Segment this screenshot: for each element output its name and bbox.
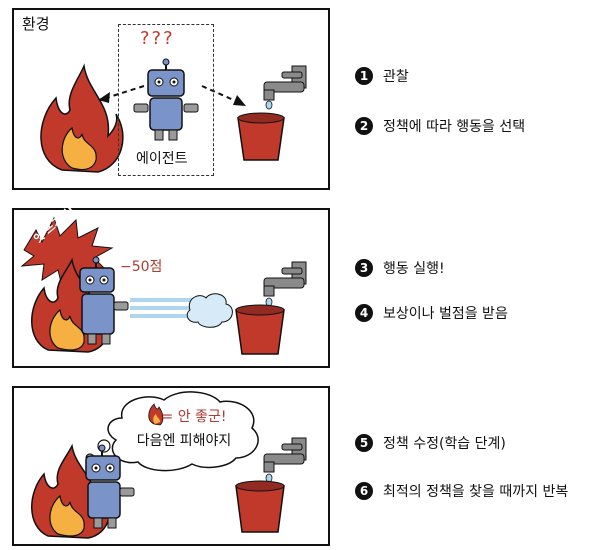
step-number: 2 (355, 117, 373, 135)
thought-cloud (85, 391, 259, 472)
step-6: 6 최적의 정책을 찾을 때까지 반복 (355, 481, 568, 501)
hot-burst-icon (20, 216, 114, 288)
robot-icon (85, 444, 135, 529)
step-text: 최적의 정책을 찾을 때까지 반복 (383, 484, 569, 500)
agent-label: 에이전트 (136, 151, 188, 167)
step-5: 5 정책 수정(학습 단계) (355, 433, 506, 453)
panel-observe-illustration (40, 58, 307, 173)
panel-act-illustration (20, 216, 307, 355)
question-marks: ??? (140, 28, 175, 49)
step-3: 3 행동 실행! (355, 258, 445, 278)
step-text: 행동 실행! (383, 261, 445, 277)
thought-line-1: = 안 좋군! (161, 409, 227, 425)
step-2: 2 정책에 따라 행동을 선택 (355, 116, 525, 136)
step-4: 4 보상이나 벌점을 받음 (355, 303, 508, 323)
robot-icon (133, 58, 199, 141)
agent-box (118, 24, 214, 176)
small-fire-icon (148, 403, 164, 426)
step-number: 5 (355, 434, 373, 452)
thought-line-2: 다음엔 피해야지 (136, 433, 232, 449)
bucket-icon (235, 304, 285, 355)
penalty-text: −50점 (120, 259, 163, 275)
step-number: 3 (355, 259, 373, 277)
water-tap-icon (263, 261, 307, 307)
water-spray (130, 293, 233, 328)
step-1: 1 관찰 (355, 66, 409, 86)
step-number: 1 (355, 67, 373, 85)
panel-observe: 환경 ??? 에이전트 (12, 8, 330, 190)
step-number: 4 (355, 304, 373, 322)
environment-label: 환경 (22, 15, 50, 33)
step-text: 정책에 따라 행동을 선택 (383, 119, 526, 135)
panel-learn: = 안 좋군! 다음엔 피해야지 (12, 386, 330, 546)
step-text: 정책 수정(학습 단계) (383, 436, 506, 452)
robot-icon (79, 256, 129, 345)
bucket-icon (237, 112, 285, 161)
panel-learn-illustration (31, 391, 307, 539)
bucket-icon (235, 480, 285, 533)
step-number: 6 (355, 482, 373, 500)
water-tap-icon (263, 437, 307, 483)
step-text: 관찰 (383, 69, 409, 85)
fire-icon (40, 63, 124, 173)
panel-act: 앗 뜨거워! −50점 (12, 204, 330, 368)
step-text: 보상이나 벌점을 받음 (383, 306, 508, 322)
water-tap-icon (263, 65, 307, 110)
